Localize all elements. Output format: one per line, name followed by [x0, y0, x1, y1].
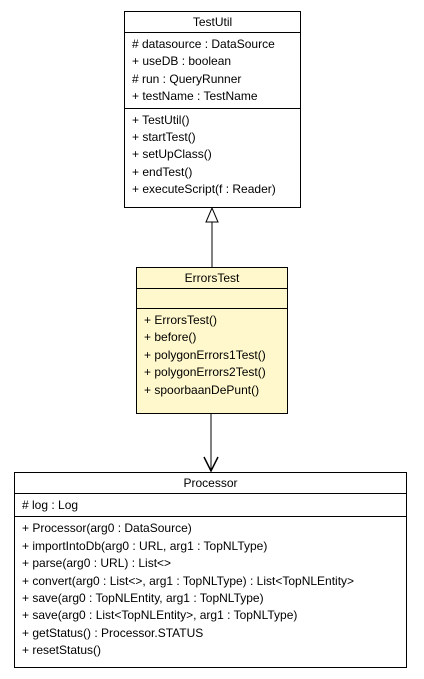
- operation: + save(arg0 : TopNLEntity, arg1 : TopNLT…: [22, 590, 264, 605]
- class-processor-name: Processor: [15, 473, 406, 494]
- operation: + importIntoDb(arg0 : URL, arg1 : TopNLT…: [22, 538, 268, 553]
- operation: + startTest(): [132, 129, 196, 144]
- operation: + parse(arg0 : URL) : List<>: [22, 556, 172, 571]
- class-processor-attributes: # log : Log: [15, 494, 406, 518]
- attribute: # log : Log: [22, 498, 79, 512]
- attribute: + testName : TestName: [132, 89, 258, 104]
- generalization-arrow: [205, 206, 219, 267]
- operation: + ErrorsTest(): [144, 313, 218, 327]
- class-errorstest-operations: + ErrorsTest() + before() + polygonError…: [137, 309, 287, 401]
- operation: + endTest(): [132, 164, 193, 179]
- class-testutil-name: TestUtil: [125, 12, 300, 33]
- operation: + save(arg0 : List<TopNLEntity>, arg1 : …: [22, 608, 298, 623]
- association-arrow: [203, 414, 219, 473]
- operation: + Processor(arg0 : DataSource): [22, 521, 192, 536]
- class-testutil-operations: + TestUtil() + startTest() + setUpClass(…: [125, 109, 300, 201]
- attribute: + useDB : boolean: [132, 54, 232, 69]
- class-testutil: TestUtil # datasource : DataSource + use…: [124, 11, 301, 208]
- class-testutil-attributes: # datasource : DataSource + useDB : bool…: [125, 33, 300, 109]
- operation: + polygonErrors2Test(): [144, 365, 266, 380]
- operation: + setUpClass(): [132, 147, 212, 162]
- attribute: # datasource : DataSource: [132, 37, 275, 51]
- class-processor-operations: + Processor(arg0 : DataSource) + importI…: [15, 517, 406, 661]
- operation: + spoorbaanDePunt(): [144, 382, 260, 397]
- operation: + executeScript(f : Reader): [132, 182, 276, 197]
- class-errorstest: ErrorsTest + ErrorsTest() + before() + p…: [136, 267, 288, 414]
- attribute: # run : QueryRunner: [132, 71, 242, 86]
- class-processor: Processor # log : Log + Processor(arg0 :…: [14, 472, 407, 668]
- operation: + polygonErrors1Test(): [144, 347, 266, 362]
- class-errorstest-name: ErrorsTest: [137, 268, 287, 289]
- operation: + resetStatus(): [22, 643, 102, 658]
- operation: + before(): [144, 330, 197, 345]
- operation: + TestUtil(): [132, 112, 190, 127]
- operation: + convert(arg0 : List<>, arg1 : TopNLTyp…: [22, 573, 355, 588]
- operation: + getStatus() : Processor.STATUS: [22, 625, 204, 640]
- class-errorstest-attributes: [137, 289, 287, 309]
